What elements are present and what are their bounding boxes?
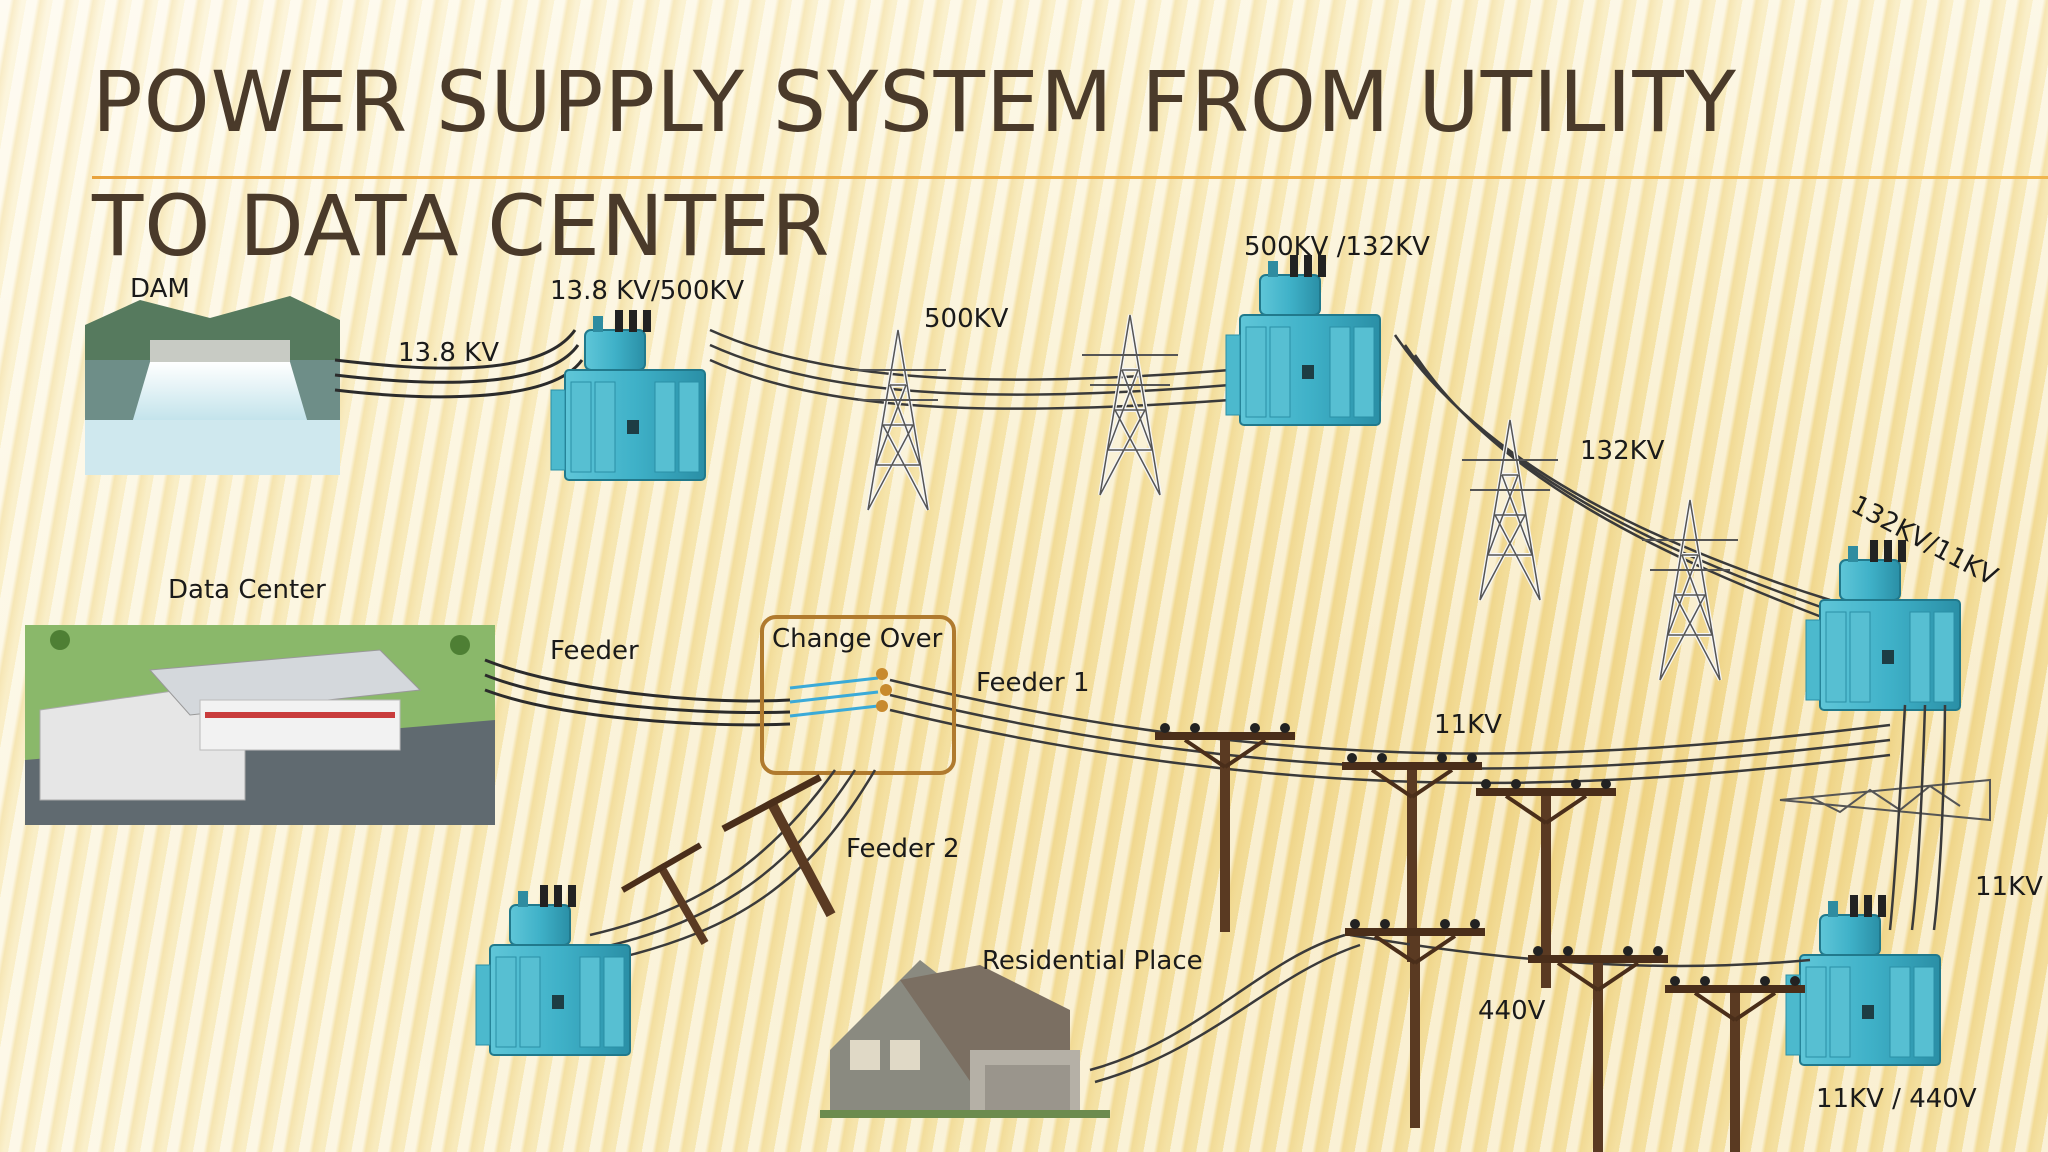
line-132kv [1393,334,1841,626]
label-residential: Residential Place [982,946,1203,976]
change-over-switch [760,615,956,775]
house-image [820,960,1110,1118]
label-13-8-500kv: 13.8 KV/500KV [550,276,745,306]
label-11kv-right: 11KV [1975,872,2043,902]
label-11kv-line: 11KV [1434,710,1502,740]
line-feeder [484,658,791,727]
utility-pole-icon [621,842,709,945]
transformer-132-11-icon [1805,539,1961,711]
utility-pole-icon [1663,974,1807,1152]
label-500kv: 500KV [924,304,1009,334]
data-center-image [25,625,495,825]
line-feeder-2 [589,769,877,962]
transformer-13-8-500-icon [550,309,706,481]
label-feeder-2: Feeder 2 [846,834,960,864]
transformer-500-132-icon [1225,254,1381,426]
utility-pole-icon [721,774,836,918]
utility-pole-icon [1153,721,1297,934]
label-11-440v: 11KV / 440V [1816,1084,1977,1114]
transmission-tower-icon [1640,498,1740,682]
slide-title: POWER SUPPLY SYSTEM FROM UTILITY TO DATA… [92,53,1737,275]
dam-image [85,296,340,475]
transmission-tower-icon [1460,418,1560,602]
label-data-center: Data Center [168,575,326,605]
label-13-8kv: 13.8 KV [398,338,499,368]
label-feeder-1: Feeder 1 [976,668,1090,698]
transmission-tower-icon [848,328,948,512]
line-11kv-vertical [1888,704,1947,931]
title-underline [92,176,2048,179]
transformer-11-440-icon [1785,894,1941,1066]
line-500kv [709,328,1231,410]
label-dam: DAM [130,274,190,304]
transformer-feeder-2-icon [475,884,631,1056]
label-change-over: Change Over [772,624,943,654]
horizontal-tower-icon [1779,778,1991,822]
utility-pole-icon [1343,917,1487,1130]
label-feeder: Feeder [550,636,639,666]
label-440v: 440V [1478,996,1546,1026]
label-500-132kv: 500KV /132KV [1244,232,1430,262]
label-132kv: 132KV [1580,436,1665,466]
